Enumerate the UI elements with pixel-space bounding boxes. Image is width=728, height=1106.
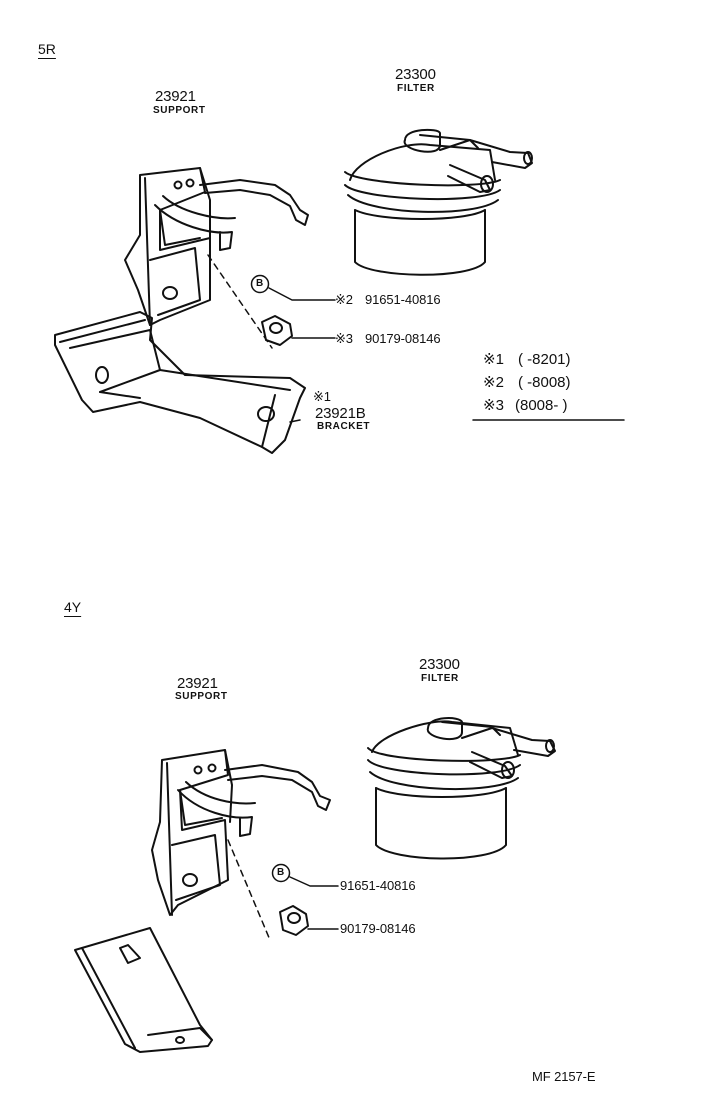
support-part-name-4y: SUPPORT bbox=[175, 691, 228, 702]
filter-4y bbox=[367, 717, 556, 860]
filter-5r bbox=[344, 128, 533, 276]
nut-5r bbox=[261, 315, 293, 346]
bolt-part-number-4y: 91651-40816 bbox=[340, 878, 416, 893]
section-code-4y: 4Y bbox=[64, 599, 82, 615]
bracket-4y bbox=[74, 927, 213, 1053]
bolt-callout-letter-4y: B bbox=[277, 867, 285, 878]
bracket-mark-5r: ※1 bbox=[313, 389, 331, 404]
filter-part-name-5r: FILTER bbox=[397, 83, 435, 94]
support-bracket-5r bbox=[124, 167, 309, 326]
support-part-number-4y: 23921 bbox=[177, 675, 218, 692]
bolt-callout-letter-5r: B bbox=[256, 278, 264, 289]
bolt-leader-5r bbox=[268, 287, 336, 301]
support-bracket-4y bbox=[151, 749, 331, 916]
diagram-id: MF 2157-E bbox=[532, 1069, 596, 1084]
support-part-number-5r: 23921 bbox=[155, 88, 196, 105]
bracket-part-name-5r: BRACKET bbox=[317, 421, 371, 432]
note-3-range: (8008- ) bbox=[515, 397, 568, 414]
leader-dashed-5r bbox=[207, 254, 273, 349]
note-1-mark: ※1 bbox=[483, 351, 504, 368]
bolt-callout-circle-5r bbox=[250, 274, 270, 294]
nut-4y bbox=[279, 905, 309, 936]
filter-part-name-4y: FILTER bbox=[421, 673, 459, 684]
filter-part-number-4y: 23300 bbox=[419, 656, 460, 673]
bolt-part-number-5r: 91651-40816 bbox=[365, 292, 441, 307]
bolt-callout-circle-4y bbox=[271, 863, 291, 883]
bolt-mark-5r: ※2 bbox=[335, 292, 353, 307]
bracket-5r bbox=[54, 311, 306, 454]
note-1-range: ( -8201) bbox=[518, 351, 571, 368]
section-code-5r: 5R bbox=[38, 41, 56, 57]
note-2-mark: ※2 bbox=[483, 374, 504, 391]
bolt-leader-4y bbox=[289, 876, 339, 887]
leader-dashed-4y bbox=[227, 839, 271, 941]
bracket-leader-5r bbox=[289, 419, 301, 423]
nut-part-number-5r: 90179-08146 bbox=[365, 331, 441, 346]
support-part-name-5r: SUPPORT bbox=[153, 105, 206, 116]
note-2-range: ( -8008) bbox=[518, 374, 571, 391]
nut-part-number-4y: 90179-08146 bbox=[340, 921, 416, 936]
bracket-part-number-5r: 23921B bbox=[315, 405, 366, 422]
nut-mark-5r: ※3 bbox=[335, 331, 353, 346]
filter-part-number-5r: 23300 bbox=[395, 66, 436, 83]
note-3-mark: ※3 bbox=[483, 397, 504, 414]
